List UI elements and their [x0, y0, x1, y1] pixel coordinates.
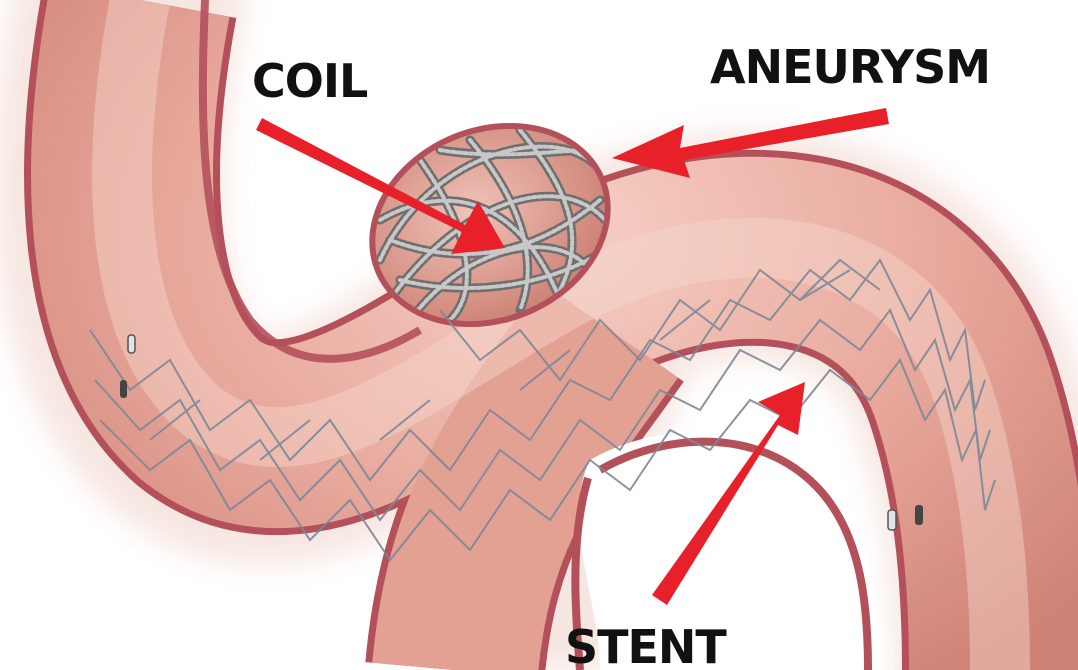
stent [89, 258, 996, 562]
inner-gap [198, 0, 880, 670]
aneurysm-label: ANEURYSM [710, 40, 991, 94]
aneurysm-arrow [612, 108, 889, 178]
stent-arrow [652, 382, 805, 605]
coil [375, 125, 610, 325]
stent-markers [120, 334, 923, 531]
stent-label: STENT [565, 620, 727, 670]
coil-arrow [256, 118, 505, 254]
coil-label: COIL [252, 54, 368, 108]
